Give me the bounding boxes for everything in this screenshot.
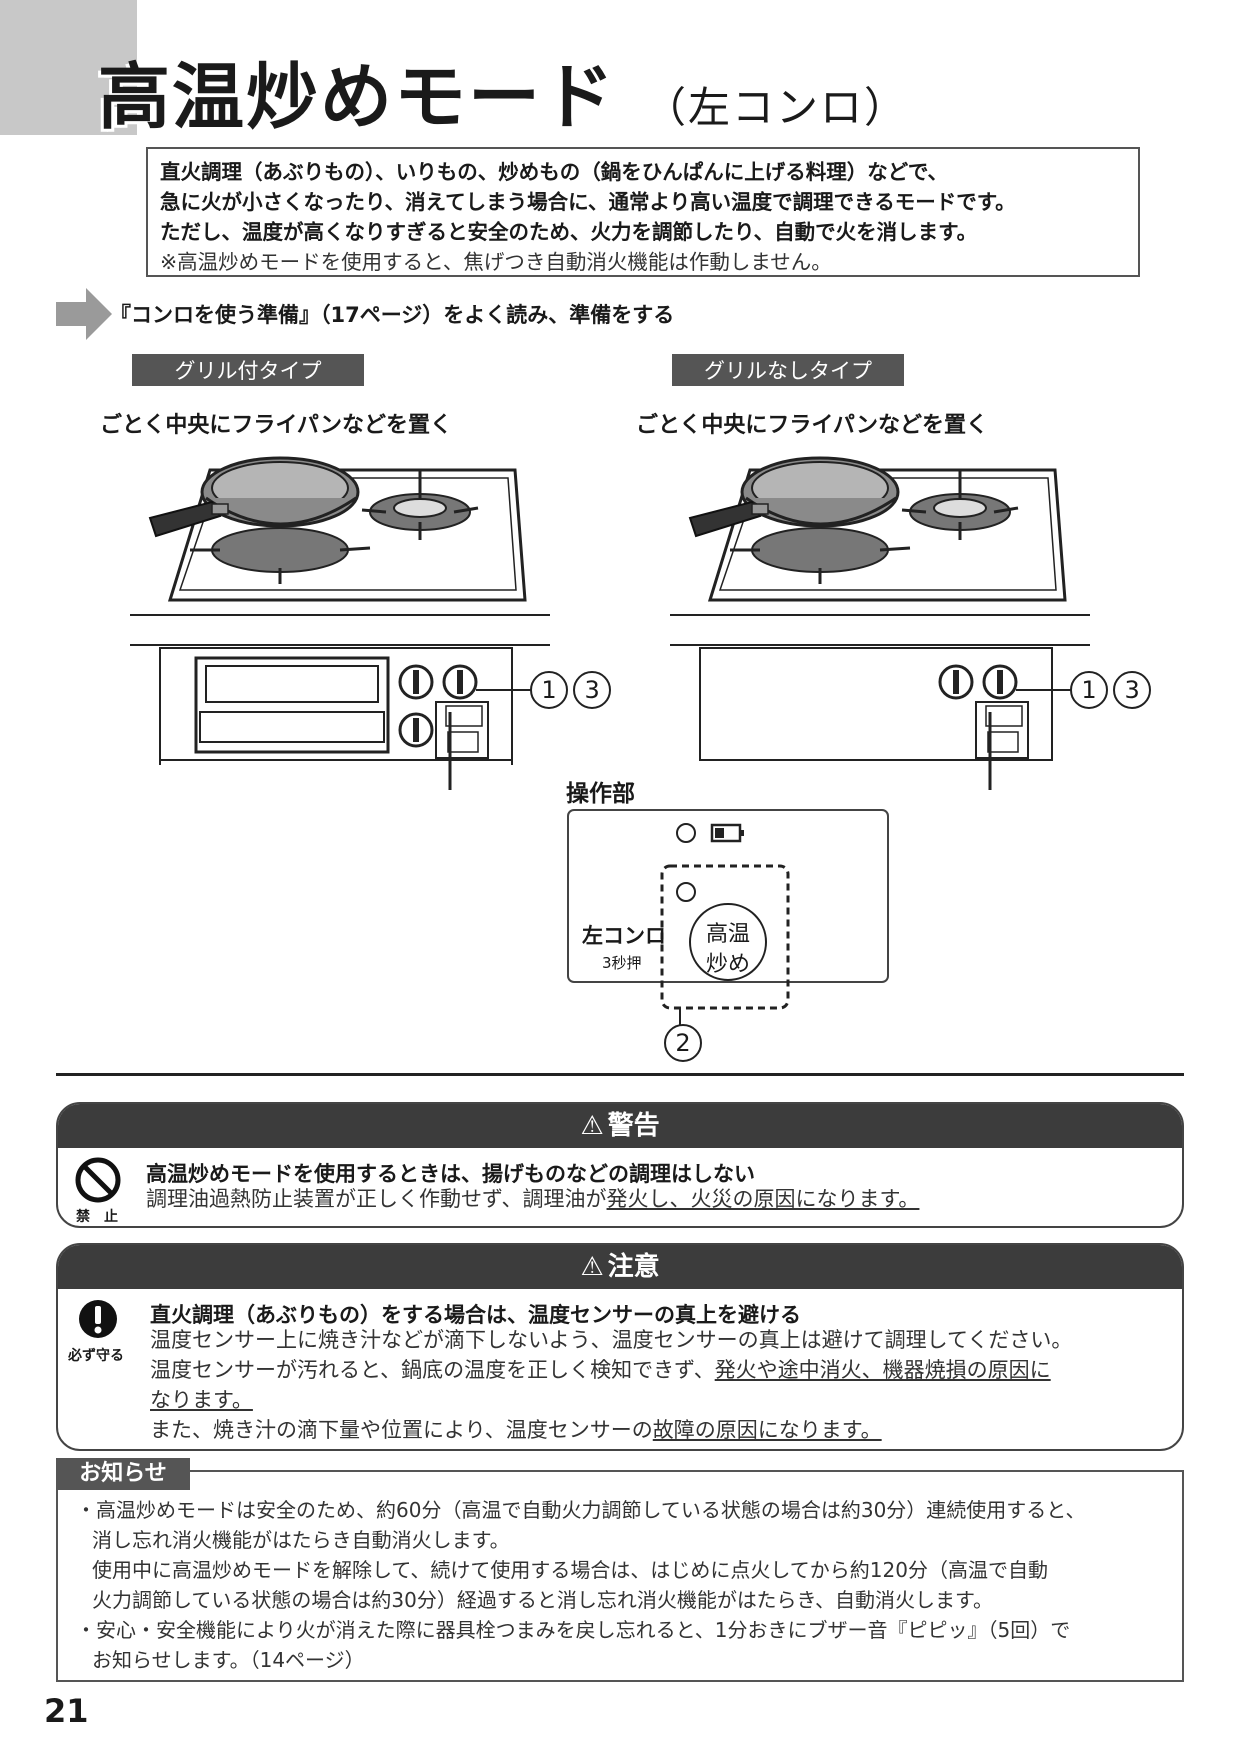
prep-instruction: 『コンロを使う準備』（17ページ）をよく読み、準備をする [110,303,675,327]
caution-body: 温度センサー上に焼き汁などが滴下しないよう、温度センサーの真上は避けて調理してく… [150,1325,1170,1445]
mandatory-label: 必ず守る [68,1348,124,1364]
stove-illustration-no-grill [670,456,1090,790]
intro-box: 直火調理（あぶりもの）、いりもの、炒めもの（鍋をひんぱんに上げる料理）などで、 … [146,147,1140,277]
right-arrow-icon [56,288,112,340]
caution-triangle-icon: ⚠ [580,1252,604,1282]
caution-line4-prefix: また、焼き汁の滴下量や位置により、温度センサーの [150,1418,653,1442]
caution-line2-underlined: 発火や途中消火、機器焼損の原因に [714,1358,1051,1382]
notice-item1-l1: ・高温炒めモードは安全のため、約60分（高温で自動火力調節している状態の場合は約… [76,1498,1086,1522]
warning-body: 調理油過熱防止装置が正しく作動せず、調理油が発火し、火災の原因になります。 [146,1184,919,1214]
intro-line3: ただし、温度が高くなりすぎると安全のため、火力を調節したり、自動で火を消します。 [160,220,978,244]
left-konro-label: 左コンロ [582,924,666,948]
button-line1: 高温 [705,922,750,947]
caution-title: 注意 [607,1252,660,1282]
callout-3-right: 3 [1113,671,1152,709]
type-label-no-grill: グリルなしタイプ [672,354,904,386]
instruction-right: ごとく中央にフライパンなどを置く [636,413,989,438]
warning-body-prefix: 調理油過熱防止装置が正しく作動せず、調理油が [146,1187,607,1211]
corner-tab [0,0,137,135]
warning-triangle-icon: ⚠ [580,1111,604,1141]
warning-headline: 高温炒めモードを使用するときは、揚げものなどの調理はしない [146,1162,755,1186]
warning-title: 警告 [607,1111,660,1141]
prohibited-icon [75,1157,121,1203]
warning-box: ⚠警告 禁 止 高温炒めモードを使用するときは、揚げものなどの調理はしない 調理… [56,1102,1184,1228]
stove-illustration-grill [130,456,550,790]
callout-group-right: 1 3 [1070,671,1152,709]
caution-line2-prefix: 温度センサーが汚れると、鍋底の温度を正しく検知できず、 [150,1358,715,1382]
mandatory-icon [79,1300,117,1338]
control-panel-label: 操作部 [566,781,635,807]
instruction-left: ごとく中央にフライパンなどを置く [100,413,453,438]
callout-2: 2 [664,1024,702,1062]
intro-line2: 急に火が小さくなったり、消えてしまう場合に、通常より高い温度で調理できるモードで… [160,190,1016,214]
caution-line1: 温度センサー上に焼き汁などが滴下しないよう、温度センサーの真上は避けて調理してく… [150,1328,1073,1352]
caution-line4-underlined: 故障の原因になります。 [652,1418,882,1442]
callout-3-left: 3 [573,671,612,709]
notice-box [56,1470,1184,1682]
caution-line3: なります。 [150,1388,253,1412]
caution-box: ⚠注意 必ず守る 直火調理（あぶりもの）をする場合は、温度センサーの真上を避ける… [56,1243,1184,1451]
title-sub: （左コンロ） [644,83,909,132]
page-title: 高温炒めモード （左コンロ） [98,52,908,153]
notice-text: ・高温炒めモードは安全のため、約60分（高温で自動火力調節している状態の場合は約… [76,1495,1166,1675]
type-label-grill: グリル付タイプ [132,354,364,386]
callout-group-left: 1 3 [530,671,612,709]
notice-item1-l2: 消し忘れ消火機能がはたらき自動消火します。 [92,1528,510,1552]
callout-2-wrap: 2 [664,1024,702,1062]
notice-tab: お知らせ [56,1458,190,1490]
callout-1-right: 1 [1070,671,1108,709]
notice-item2-l1: ・安心・安全機能により火が消えた際に器具栓つまみを戻し忘れると、1分おきにブザー… [76,1618,1071,1642]
intro-note: ※高温炒めモードを使用すると、焦げつき自動消火機能は作動しません。 [160,250,832,274]
caution-headline: 直火調理（あぶりもの）をする場合は、温度センサーの真上を避ける [150,1303,801,1327]
intro-line1: 直火調理（あぶりもの）、いりもの、炒めもの（鍋をひんぱんに上げる料理）などで、 [160,160,949,184]
prohibited-label: 禁 止 [76,1209,118,1225]
caution-line2: 温度センサーが汚れると、鍋底の温度を正しく検知できず、発火や途中消火、機器焼損の… [150,1355,1170,1385]
title-main: 高温炒めモード [98,55,617,139]
notice-item1-l4: 火力調節している状態の場合は約30分）経過すると消し忘れ消火機能がはたらき、自動… [92,1588,994,1612]
caution-header: ⚠注意 [58,1245,1182,1289]
warning-header: ⚠警告 [58,1104,1182,1148]
control-panel-detail [567,809,889,1026]
page-number: 21 [44,1692,89,1730]
caution-line4: また、焼き汁の滴下量や位置により、温度センサーの故障の原因になります。 [150,1415,1170,1445]
notice-item1-l3: 使用中に高温炒めモードを解除して、続けて使用する場合は、はじめに点火してから約1… [92,1558,1048,1582]
callout-1-left: 1 [530,671,568,709]
button-line2: 炒め [705,952,750,977]
notice-item2-l2: お知らせします。（14ページ） [92,1648,365,1672]
press-3s-label: 3秒押 [602,954,642,972]
warning-body-underlined: 発火し、火災の原因になります。 [606,1187,920,1211]
high-temp-stir-fry-button[interactable]: 高温 炒め [700,920,756,980]
section-divider [56,1073,1184,1076]
